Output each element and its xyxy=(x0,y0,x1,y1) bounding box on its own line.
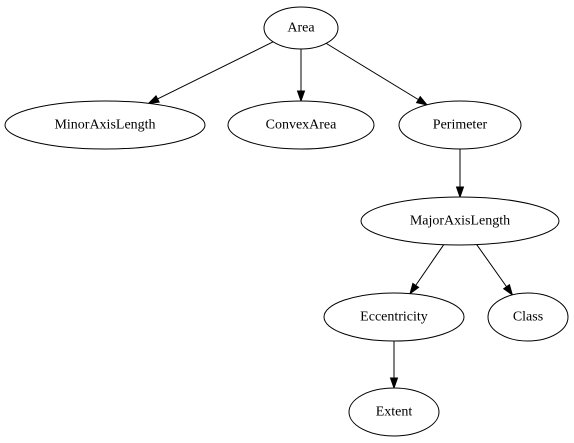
edge-area-to-perimeter xyxy=(325,42,429,106)
node-convex: ConvexArea xyxy=(227,100,375,150)
arrowhead-icon xyxy=(415,95,429,106)
node-ellipse xyxy=(487,292,569,342)
node-major: MajorAxisLength xyxy=(360,196,560,246)
arrowhead-icon xyxy=(409,282,420,295)
node-perimeter: Perimeter xyxy=(398,100,522,150)
arrowhead-icon xyxy=(502,283,514,297)
edge-line xyxy=(476,244,507,288)
edge-eccentricity-to-extent xyxy=(389,341,399,390)
node-ellipse xyxy=(360,196,560,246)
edge-line xyxy=(325,42,419,101)
node-ellipse xyxy=(4,100,206,150)
node-label: Eccentricity xyxy=(360,310,428,325)
arrowhead-icon xyxy=(389,377,399,390)
edges-layer xyxy=(147,41,514,390)
node-label: Perimeter xyxy=(433,118,488,133)
node-eccentricity: Eccentricity xyxy=(323,292,465,342)
edge-major-to-class xyxy=(476,244,514,297)
node-label: Class xyxy=(513,310,543,325)
edge-area-to-minor xyxy=(147,41,274,105)
node-ellipse xyxy=(263,6,339,50)
node-label: MajorAxisLength xyxy=(410,214,510,229)
node-minor: MinorAxisLength xyxy=(4,100,206,150)
node-label: MinorAxisLength xyxy=(54,118,155,133)
node-ellipse xyxy=(348,387,440,437)
node-label: Area xyxy=(287,21,315,36)
node-label: ConvexArea xyxy=(266,118,338,133)
edge-line xyxy=(415,244,445,286)
node-class: Class xyxy=(487,292,569,342)
node-label: Extent xyxy=(376,405,413,420)
arrowhead-icon xyxy=(455,186,465,199)
edge-area-to-convex xyxy=(296,49,306,103)
edge-line xyxy=(157,41,274,100)
node-ellipse xyxy=(227,100,375,150)
node-ellipse xyxy=(398,100,522,150)
arrowhead-icon xyxy=(147,94,160,105)
node-extent: Extent xyxy=(348,387,440,437)
node-ellipse xyxy=(323,292,465,342)
node-area: Area xyxy=(263,6,339,50)
arrowhead-icon xyxy=(296,90,306,103)
edge-perimeter-to-major xyxy=(455,149,465,199)
edge-major-to-eccentricity xyxy=(409,244,445,295)
